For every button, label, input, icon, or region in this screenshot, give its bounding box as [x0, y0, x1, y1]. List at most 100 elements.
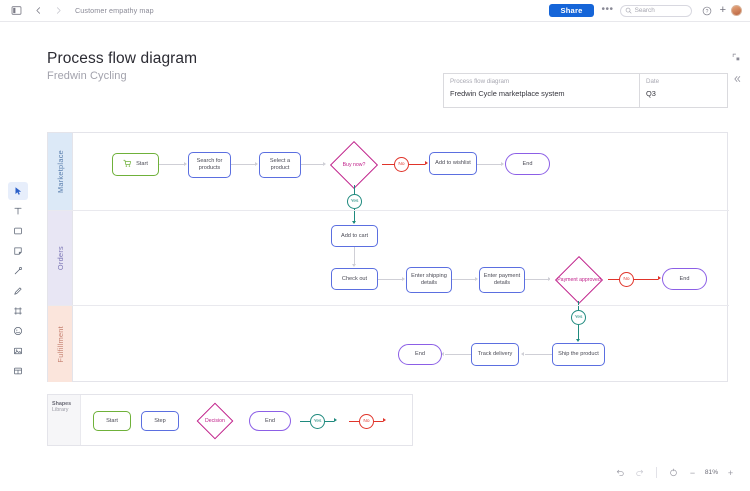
search-icon [625, 7, 632, 14]
avatar[interactable] [731, 5, 742, 16]
node-add-to-cart[interactable]: Add to cart [331, 225, 378, 247]
page-title: Process flow diagram [47, 50, 198, 67]
lane-body-fulfillment[interactable]: Yes Ship the product Track delivery [73, 306, 729, 382]
shape-item-yes[interactable]: Yes [310, 414, 325, 429]
back-icon[interactable] [30, 3, 46, 19]
breadcrumb[interactable]: Customer empathy map [75, 6, 154, 15]
node-ship-product-label: Ship the product [558, 351, 599, 357]
connector-no [634, 279, 658, 281]
node-add-to-wishlist-label: Add to wishlist [435, 160, 471, 166]
node-search-products-label: Search for products [196, 158, 223, 171]
swimlane-orders: Orders Add to cart Check out [48, 210, 729, 306]
shape-item-no[interactable]: No [359, 414, 374, 429]
sticky-note-tool[interactable] [8, 242, 28, 260]
swimlane-marketplace: Marketplace Start Search for products [48, 133, 729, 223]
shape-item-step[interactable]: Step [141, 411, 179, 431]
node-end-marketplace[interactable]: End [505, 153, 550, 175]
node-end-orders[interactable]: End [662, 268, 707, 290]
arrowhead-no [425, 161, 428, 166]
select-tool[interactable] [7, 182, 28, 200]
lane-body-marketplace[interactable]: Start Search for products Select a produ… [73, 133, 729, 223]
connector-yes [578, 301, 580, 306]
connector-no [608, 279, 619, 281]
forward-icon[interactable] [50, 3, 66, 19]
connector-yes [578, 306, 580, 310]
arrowhead-yes [334, 418, 337, 423]
badge-no-buy-label: No [398, 162, 405, 167]
connector [301, 164, 323, 165]
node-search-products[interactable]: Search for products [188, 152, 231, 178]
swimlane-diagram[interactable]: Marketplace Start Search for products [47, 132, 729, 382]
image-tool[interactable] [8, 342, 28, 360]
node-select-product[interactable]: Select a product [259, 152, 301, 178]
lane-header-fulfillment[interactable]: Fulfillment [48, 306, 73, 382]
arrowhead [501, 161, 504, 166]
badge-no-payment[interactable]: No [619, 272, 634, 287]
info-box[interactable]: Process flow diagram Fredwin Cycle marke… [443, 73, 728, 108]
node-ship-product[interactable]: Ship the product [552, 343, 605, 366]
connector-no [382, 164, 394, 166]
lane-header-marketplace[interactable]: Marketplace [48, 133, 73, 210]
connector [231, 164, 255, 165]
node-check-out[interactable]: Check out [331, 268, 378, 290]
connector [477, 164, 501, 165]
node-end-fulfillment[interactable]: End [398, 344, 442, 365]
help-icon[interactable]: ? [699, 3, 715, 19]
shape-item-start[interactable]: Start [93, 411, 131, 431]
connector-no [349, 421, 359, 423]
shapes-library-header: Shapes Library [48, 395, 81, 445]
zoom-in-button[interactable]: + [727, 467, 734, 478]
lane-body-orders[interactable]: Add to cart Check out Enter shipping det… [73, 211, 729, 306]
collapse-panel-icon[interactable] [732, 74, 742, 86]
shapes-library-subtitle: Library [52, 407, 69, 413]
fit-to-screen-icon[interactable] [666, 465, 681, 480]
info-value-diagram: Fredwin Cycle marketplace system [450, 89, 565, 98]
node-add-to-cart-label: Add to cart [340, 232, 369, 239]
swimlane-fulfillment: Fulfillment Yes Ship the product Track d… [48, 305, 729, 382]
more-options-button[interactable]: ••• [601, 3, 614, 15]
badge-yes-payment[interactable]: Yes [571, 310, 586, 325]
shapes-library[interactable]: Shapes Library Start Step Decision End Y… [47, 394, 413, 446]
node-payment-approved-label: Payment approved [557, 276, 601, 283]
node-enter-payment[interactable]: Enter payment details [479, 267, 525, 293]
badge-no-buy[interactable]: No [394, 157, 409, 172]
zoom-out-button[interactable]: − [689, 467, 696, 478]
undo-icon[interactable] [613, 465, 628, 480]
table-tool[interactable] [8, 362, 28, 380]
page-subtitle: Fredwin Cycling [47, 70, 127, 82]
shape-item-end-label: End [265, 417, 275, 424]
share-button[interactable]: Share [549, 3, 594, 18]
shapes-library-items: Start Step Decision End Yes No [81, 395, 412, 445]
frame-tool[interactable] [8, 302, 28, 320]
pen-tool[interactable] [8, 282, 28, 300]
add-icon[interactable]: + [719, 4, 726, 16]
arrowhead [184, 161, 187, 166]
node-buy-now-decision[interactable]: Buy now? [326, 140, 382, 190]
node-end-fulfillment-label: End [415, 351, 425, 357]
sidebar-panel-icon[interactable] [8, 3, 24, 19]
emoji-tool[interactable] [8, 322, 28, 340]
shape-tool[interactable] [8, 222, 28, 240]
node-enter-shipping[interactable]: Enter shipping details [406, 267, 452, 293]
expand-icon[interactable] [732, 49, 741, 67]
node-buy-now-label: Buy now? [342, 161, 366, 168]
info-cell-date: Date Q3 [640, 74, 727, 107]
redo-icon[interactable] [632, 465, 647, 480]
connector-tool[interactable] [8, 262, 28, 280]
shape-item-end[interactable]: End [249, 411, 291, 431]
node-start[interactable]: Start [112, 153, 159, 176]
shape-item-decision[interactable]: Decision [185, 402, 245, 440]
shape-item-yes-label: Yes [313, 419, 322, 424]
text-tool[interactable] [8, 202, 28, 220]
node-payment-approved-decision[interactable]: Payment approved [550, 255, 608, 305]
canvas[interactable]: Process flow diagram Fredwin Cycling Pro… [0, 22, 750, 491]
shapes-library-title: Shapes [52, 401, 72, 407]
node-track-delivery[interactable]: Track delivery [471, 343, 519, 366]
zoom-level[interactable]: 81% [704, 469, 719, 476]
lane-header-orders[interactable]: Orders [48, 211, 73, 305]
node-add-to-wishlist[interactable]: Add to wishlist [429, 152, 477, 175]
connector [354, 247, 355, 264]
search-input[interactable]: Search [619, 4, 692, 17]
badge-yes-buy[interactable]: Yes [347, 194, 362, 209]
info-label-date: Date [646, 78, 660, 85]
